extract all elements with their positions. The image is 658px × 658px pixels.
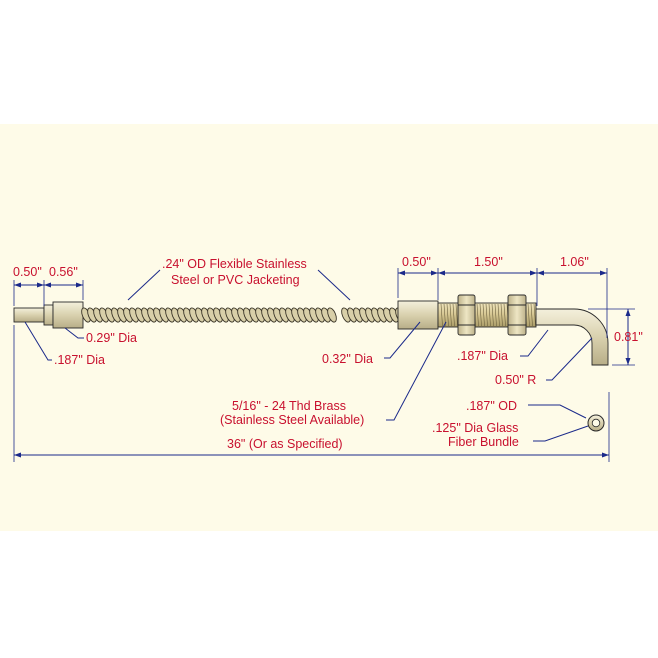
thread-line [500,303,503,327]
dimension-labels: 0.50" 0.56" .24" OD Flexible Stainless S… [13,255,643,451]
label-jacket-line1: .24" OD Flexible Stainless [162,257,307,271]
label-dim-106: 1.06" [560,255,589,269]
thread-line [455,303,458,327]
label-dim-056: 0.56" [49,265,78,279]
dimension-lines [13,268,635,462]
flexible-jacket-coil-right [341,307,405,323]
thread-line [494,303,497,327]
label-bundle-line1: .125" Dia Glass [432,421,518,435]
label-dim-050-left: 0.50" [13,265,42,279]
label-dia-032: 0.32" Dia [322,352,373,366]
label-od-0187: .187" OD [466,399,517,413]
thread-line [482,303,485,327]
thread-line [449,303,452,327]
label-dim-081: 0.81" [614,330,643,344]
label-thread-line2: (Stainless Steel Available) [220,413,364,427]
hex-nut-left [457,294,476,336]
bent-probe-tip [535,308,609,366]
thread-line [479,303,482,327]
label-overall-length: 36" (Or as Specified) [227,437,343,451]
label-dia-0187-left: .187" Dia [54,353,105,367]
drawing-background [0,124,658,531]
thread-line [443,303,446,327]
thread-line [530,303,533,327]
hex-nut-right [507,294,527,336]
thread-line [452,303,455,327]
label-dim-050-right: 0.50" [402,255,431,269]
label-dim-150: 1.50" [474,255,503,269]
thread-line [491,303,494,327]
label-jacket-line2: Steel or PVC Jacketing [171,273,300,287]
label-thread-line1: 5/16" - 24 Thd Brass [232,399,346,413]
thread-line [485,303,488,327]
coil-turn [327,307,337,323]
thread-line [527,303,530,327]
thread-line [503,303,506,327]
label-bundle-line2: Fiber Bundle [448,435,519,449]
flexible-jacket-coil-left [81,307,337,323]
thread-line [497,303,500,327]
left-probe-tip [13,307,45,323]
thread-line [488,303,491,327]
label-radius-050: 0.50" R [495,373,536,387]
left-ferrule [52,301,84,329]
label-dia-029: 0.29" Dia [86,331,137,345]
thread-line [476,303,479,327]
thread-line [533,303,536,327]
label-dia-0187-right: .187" Dia [457,349,508,363]
left-collar [43,304,54,326]
cable-assembly [13,294,609,432]
thread-line [440,303,443,327]
thread-line [446,303,449,327]
